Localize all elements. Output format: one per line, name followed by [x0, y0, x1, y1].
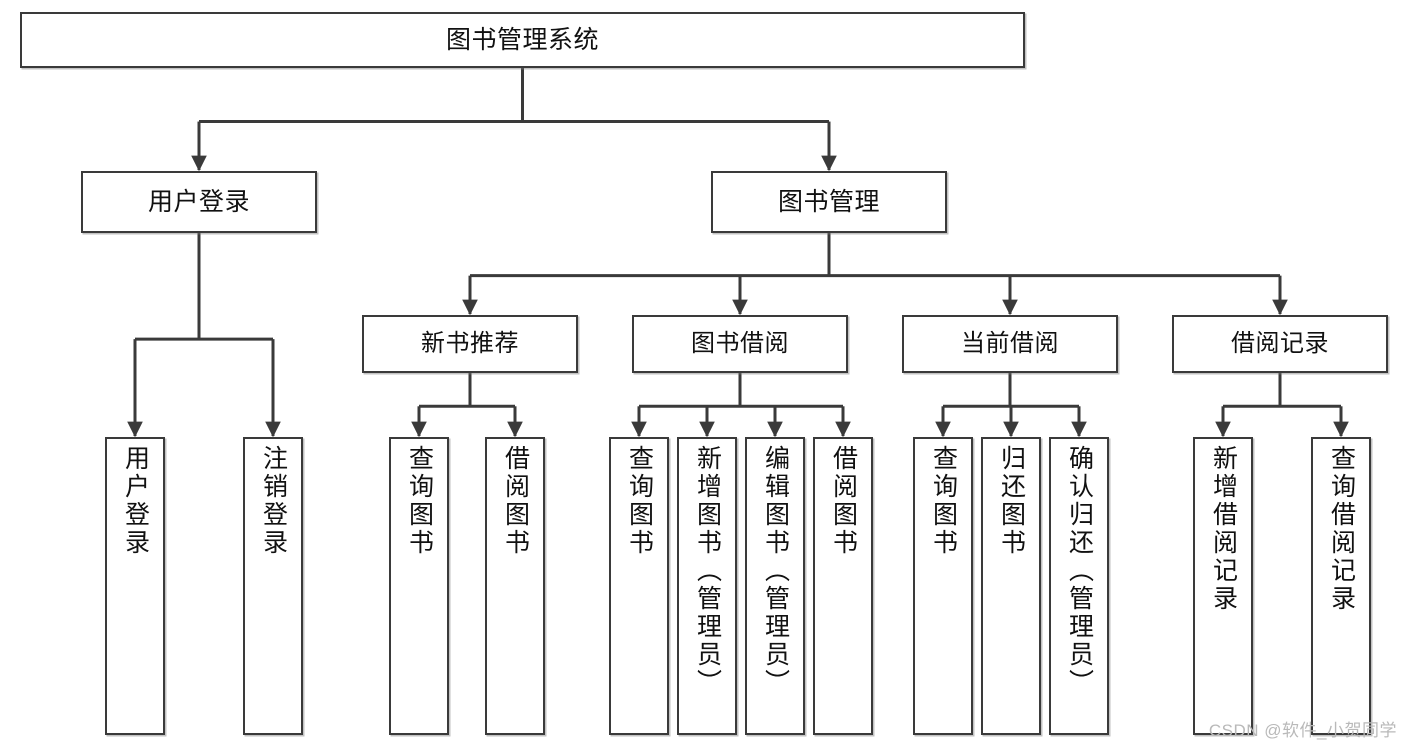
node-book-borrow[interactable]: 图书借阅: [632, 315, 848, 373]
node-leaf-user-login[interactable]: 用户登录: [105, 437, 165, 735]
node-label: 编辑图书（管理员）: [761, 445, 790, 697]
node-leaf-add-book[interactable]: 新增图书（管理员）: [677, 437, 737, 735]
node-label: 用户登录: [147, 187, 250, 216]
node-current-borrow[interactable]: 当前借阅: [902, 315, 1118, 373]
node-leaf-logout[interactable]: 注销登录: [243, 437, 303, 735]
node-label: 借阅图书: [501, 445, 530, 557]
node-leaf-borrow-book[interactable]: 借阅图书: [813, 437, 873, 735]
node-borrow-record[interactable]: 借阅记录: [1172, 315, 1388, 373]
node-label: 用户登录: [121, 445, 150, 557]
node-leaf-borrow-book-rec[interactable]: 借阅图书: [485, 437, 545, 735]
node-leaf-edit-book[interactable]: 编辑图书（管理员）: [745, 437, 805, 735]
node-leaf-query-record[interactable]: 查询借阅记录: [1311, 437, 1371, 735]
node-leaf-confirm-return[interactable]: 确认归还（管理员）: [1049, 437, 1109, 735]
node-book-management[interactable]: 图书管理: [711, 171, 947, 233]
node-label: 当前借阅: [961, 330, 1059, 358]
node-label: 借阅图书: [829, 445, 858, 557]
node-label: 查询图书: [405, 445, 434, 557]
watermark-label: CSDN @软件_小贺同学: [1208, 721, 1397, 740]
node-label: 新书推荐: [421, 330, 519, 358]
node-label: 查询图书: [625, 445, 654, 557]
node-leaf-query-book-rec[interactable]: 查询图书: [389, 437, 449, 735]
node-label: 查询借阅记录: [1327, 445, 1356, 613]
node-label: 查询图书: [929, 445, 958, 557]
node-leaf-add-record[interactable]: 新增借阅记录: [1193, 437, 1253, 735]
node-leaf-return-book[interactable]: 归还图书: [981, 437, 1041, 735]
node-label: 图书管理: [777, 187, 880, 216]
node-label: 新增借阅记录: [1209, 445, 1238, 613]
node-label: 新增图书（管理员）: [693, 445, 722, 697]
node-label: 确认归还（管理员）: [1065, 445, 1094, 697]
node-label: 归还图书: [997, 445, 1026, 557]
node-new-book-recommend[interactable]: 新书推荐: [362, 315, 578, 373]
node-root[interactable]: 图书管理系统: [20, 12, 1025, 68]
node-user-login[interactable]: 用户登录: [81, 171, 317, 233]
node-label: 图书管理系统: [445, 25, 599, 54]
node-label: 图书借阅: [691, 330, 789, 358]
node-label: 借阅记录: [1231, 330, 1329, 358]
node-label: 注销登录: [259, 445, 288, 557]
node-leaf-query-book-cur[interactable]: 查询图书: [913, 437, 973, 735]
node-leaf-query-book-borrow[interactable]: 查询图书: [609, 437, 669, 735]
